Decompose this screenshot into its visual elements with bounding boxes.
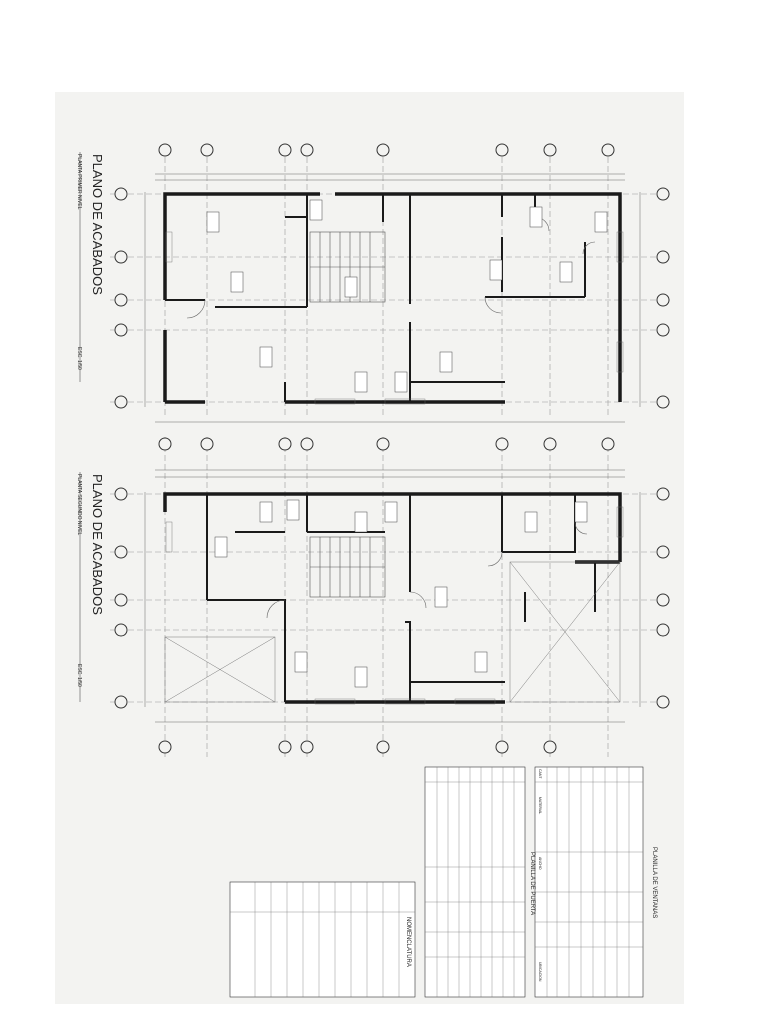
window-schedule-table: PLANILLA DE VENTANAS CANT MATERIAL ANCHO… xyxy=(534,766,657,998)
window-col-cant: CANT xyxy=(538,769,542,779)
plan-first-level: PLANO DE ACABADOS PLANTA PRIMER NIVEL ES… xyxy=(76,143,670,423)
door-schedule-title: PLANILLA DE PUERTA xyxy=(529,852,535,915)
plan-second-level: PLANO DE ACABADOS PLANTA SEGUNDO NIVEL E… xyxy=(76,437,670,757)
door-schedule-table: PLANILLA DE PUERTA xyxy=(424,766,535,998)
window-col-ubicacion: UBICACION xyxy=(538,962,542,982)
architectural-plan-svg: PLANO DE ACABADOS PLANTA PRIMER NIVEL ES… xyxy=(76,143,670,998)
window-schedule-title: PLANILLA DE VENTANAS xyxy=(651,847,657,918)
schedules: PLANILLA DE VENTANAS CANT MATERIAL ANCHO… xyxy=(229,766,657,998)
plan-top-scale: ESC. 1/50 xyxy=(76,347,82,370)
nomenclature-title: NOMENCLATURA xyxy=(405,917,411,967)
plan-top-subtitle: PLANTA PRIMER NIVEL xyxy=(76,154,82,210)
window-col-material: MATERIAL xyxy=(538,797,542,814)
plan-top-title: PLANO DE ACABADOS xyxy=(90,154,105,295)
plan-bottom-title: PLANO DE ACABADOS xyxy=(90,474,105,615)
window-col-ancho: ANCHO xyxy=(538,857,542,870)
drawing-sheet: PLANO DE ACABADOS PLANTA PRIMER NIVEL ES… xyxy=(55,92,684,1004)
stair-second-level xyxy=(309,536,386,598)
plan-bottom-subtitle: PLANTA SEGUNDO NIVEL xyxy=(76,474,82,536)
nomenclature-box: NOMENCLATURA xyxy=(229,881,416,998)
plan-bottom-scale: ESC. 1/50 xyxy=(76,664,82,687)
